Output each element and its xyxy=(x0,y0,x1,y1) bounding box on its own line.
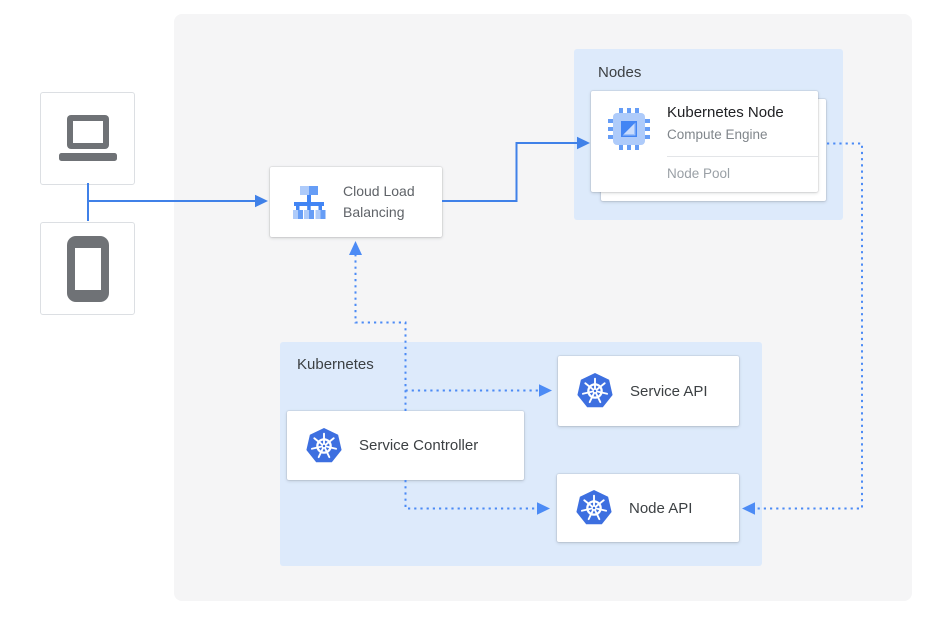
kubernetes-node-subtitle: Compute Engine xyxy=(667,127,768,142)
kubernetes-icon xyxy=(576,372,614,410)
service-controller-card: Service Controller xyxy=(287,411,524,480)
mobile-device-icon xyxy=(65,235,111,303)
kubernetes-icon xyxy=(305,426,343,465)
laptop-client-box xyxy=(40,92,135,185)
nodes-group-label: Nodes xyxy=(598,64,642,81)
cloud-load-balancing-label: Cloud Load Balancing xyxy=(343,183,415,220)
service-api-card: Service API xyxy=(558,356,739,426)
cloud-load-balancing-card: Cloud Load Balancing xyxy=(270,167,442,237)
mobile-client-box xyxy=(40,222,135,315)
cloud-load-balancing-icon xyxy=(288,181,330,223)
kubernetes-node-card: Kubernetes Node Compute Engine Node Pool xyxy=(591,91,818,192)
kubernetes-icon xyxy=(575,489,613,527)
node-api-label: Node API xyxy=(629,499,693,517)
service-controller-label: Service Controller xyxy=(359,437,479,454)
kubernetes-group-label: Kubernetes xyxy=(297,356,374,373)
node-pool-label: Node Pool xyxy=(667,166,731,181)
node-api-card: Node API xyxy=(557,474,739,542)
service-api-label: Service API xyxy=(630,382,708,400)
compute-engine-icon xyxy=(607,107,651,151)
kubernetes-node-title: Kubernetes Node xyxy=(667,104,784,121)
laptop-icon xyxy=(57,113,119,165)
node-card-divider xyxy=(667,156,818,157)
